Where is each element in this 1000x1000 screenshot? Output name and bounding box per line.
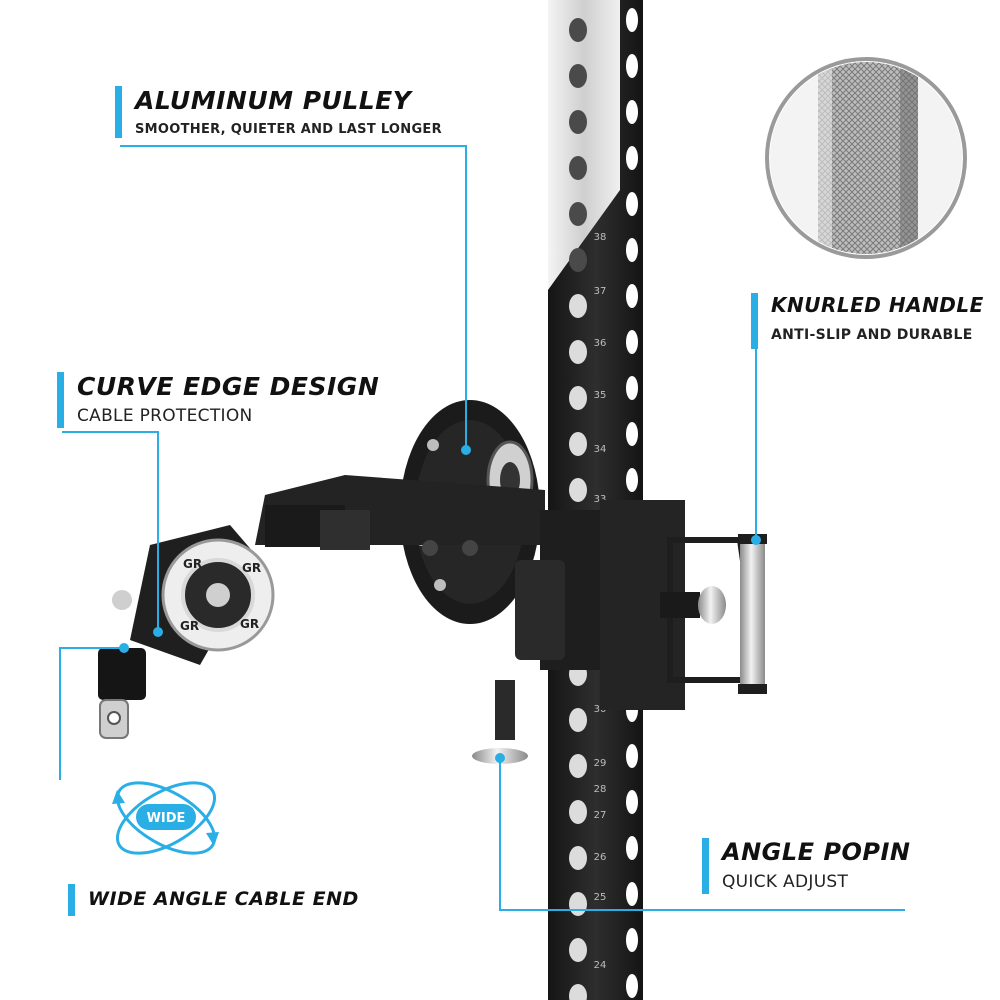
wide-badge-label: WIDE [147,811,186,826]
upright-hole-number: 24 [594,960,607,971]
upright-hole [569,800,587,824]
leader-dot-curve-edge [153,627,163,637]
upright-hole-number: 34 [594,444,607,455]
upright-hole [626,882,638,906]
leader-angle-popin [499,758,905,911]
callout-title: WIDE ANGLE CABLE END [88,888,359,910]
upright-hole [626,330,638,354]
upright-hole-number: 36 [594,338,607,349]
upright-hole [569,386,587,410]
swivel-arm [255,475,685,710]
angle-pop-pin [472,586,726,764]
upright-hole [569,478,587,502]
leader-dot-aluminum-pulley [461,445,471,455]
upright-hole-number: 35 [594,390,607,401]
callout-subtitle: QUICK ADJUST [722,872,849,892]
upright-hole [626,192,638,216]
upright-hole-number: 37 [594,286,607,297]
upright-hole [569,248,587,272]
upright-hole [569,202,587,226]
pulley-logo: GR [180,619,199,633]
upright-hole [626,146,638,170]
pulley-logo: GR [183,557,202,571]
upright-hole [569,846,587,870]
upright-hole [569,294,587,318]
callout-title: ALUMINUM PULLEY [135,86,412,115]
leader-wide-angle [59,647,124,780]
callout-accent-bar [751,293,758,349]
leader-dot-wide-angle [119,643,129,653]
knurled-handle-zoom [765,57,967,259]
upright-hole [626,928,638,952]
upright-hole [626,376,638,400]
callout-accent-bar [702,838,709,894]
upright-hole [569,156,587,180]
upright-hole-number: 26 [594,852,607,863]
callout-title: ANGLE POPIN [722,838,911,866]
pulley-logo: GR [242,561,261,575]
pulley-logo: GR [240,617,259,631]
upright-hole [569,984,587,1000]
upright-holes [569,8,638,1000]
upright-hole [569,892,587,916]
upright-hole [626,100,638,124]
leader-curve-edge [62,431,159,632]
upright-hole [569,64,587,88]
upright-hole [626,8,638,32]
upright-hole [569,110,587,134]
upright-hole [626,790,638,814]
leader-dot-angle-popin [495,753,505,763]
callout-subtitle: CABLE PROTECTION [77,406,253,426]
upright-hole-number: 38 [594,232,607,243]
callout-subtitle: SMOOTHER, QUIETER AND LAST LONGER [135,122,442,137]
upright-hole-number: 29 [594,758,607,769]
leader-aluminum-pulley [120,145,467,450]
cable-end-pulley: GR GR GR GR [98,525,275,739]
upright-hole [626,744,638,768]
upright-hole [569,708,587,732]
upright-hole [569,340,587,364]
upright-hole [626,54,638,78]
upright-hole [626,974,638,998]
upright-hole-number: 28 [594,784,607,795]
callout-subtitle: ANTI-SLIP AND DURABLE [771,327,973,343]
upright-hole [626,836,638,860]
callout-accent-bar [115,86,122,138]
upright-hole-number: 27 [594,810,607,821]
wide-angle-badge: WIDE [112,781,219,855]
upright-hole [569,432,587,456]
upright-hole-number: 25 [594,892,607,903]
leader-dot-knurled-handle [751,535,761,545]
callout-accent-bar [68,884,75,916]
upright-hole [626,284,638,308]
upright-hole-number: 33 [594,494,607,505]
upright-hole [626,422,638,446]
upright-hole [626,468,638,492]
upright-hole [569,18,587,42]
upright-hole [626,238,638,262]
callout-accent-bar [57,372,64,428]
upright-hole [569,754,587,778]
callout-title: CURVE EDGE DESIGN [77,372,380,401]
upright-hole [569,938,587,962]
callout-title: KNURLED HANDLE [771,293,984,317]
